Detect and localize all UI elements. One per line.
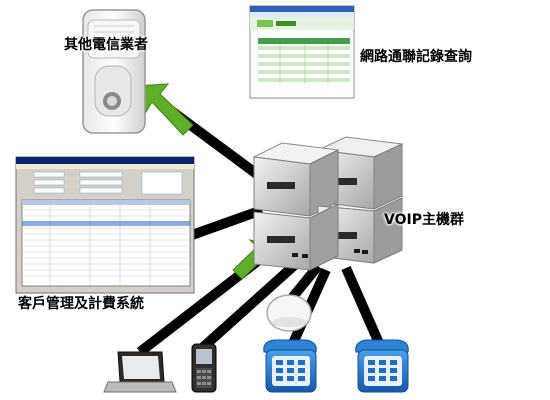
billing-system-label: 客戶管理及計費系統: [18, 296, 144, 312]
arrow-to-telecom: [134, 83, 194, 136]
line-voip-to-phone2: [341, 265, 387, 353]
cdr-query-label: 網路通聯記錄查詢: [360, 49, 472, 65]
laptop-icon: [103, 351, 177, 393]
telecom-label: 其他電信業者: [64, 37, 148, 53]
cdr-query-screenshot: [249, 5, 355, 99]
telecom-server-icon: [82, 9, 146, 134]
ip-phone-1-icon: [263, 339, 317, 393]
line-voip-to-ap: [288, 262, 322, 302]
voip-cluster-label: VOIP主機群: [384, 212, 464, 228]
wireless-ap-icon: [266, 294, 312, 332]
line-voip-to-mobile: [196, 258, 302, 354]
mobile-phone-icon: [191, 343, 217, 393]
billing-system-screenshot: [15, 156, 195, 294]
ip-phone-2-icon: [355, 339, 409, 393]
voip-server-cluster-icon: [252, 136, 404, 271]
